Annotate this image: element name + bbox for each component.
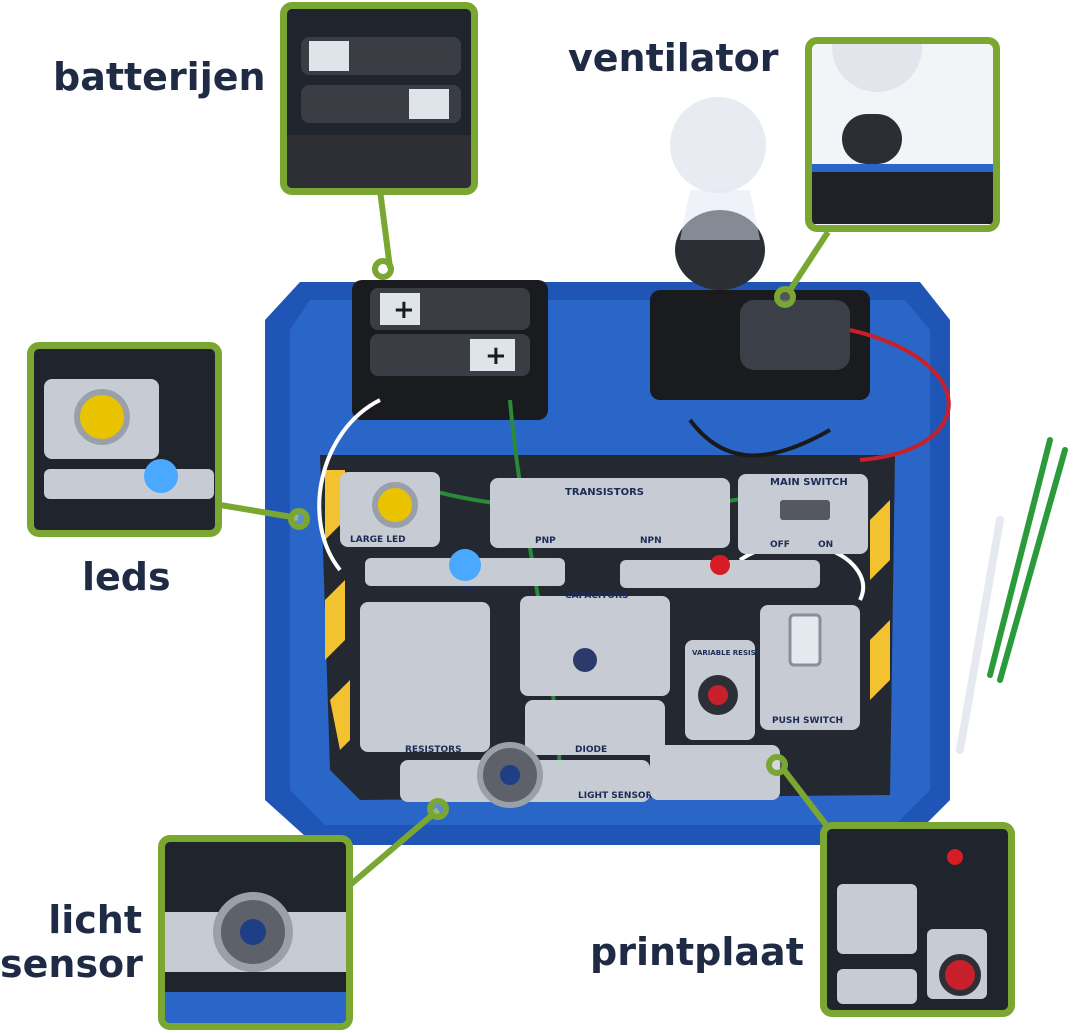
resistors-label: RESISTORS — [405, 745, 462, 755]
led-label: LED — [458, 585, 476, 594]
pnp-label: PNP — [535, 536, 556, 546]
fan-dot — [774, 286, 796, 308]
batteries-label: batterijen — [53, 55, 266, 99]
light-sensor-callout — [158, 835, 353, 1030]
light-sensor-label-line1: licht — [48, 898, 142, 942]
transistors-module — [490, 478, 730, 548]
main-switch-label: MAIN SWITCH — [770, 477, 848, 488]
large-led-label: LARGE LED — [350, 535, 406, 545]
diode-label: DIODE — [575, 745, 607, 755]
light-sensor-dot — [427, 798, 449, 820]
fan-callout — [805, 37, 1000, 232]
on-label: ON — [818, 540, 833, 550]
light-sensor-label: LIGHT SENSOR — [578, 791, 653, 801]
green-wire-tool — [997, 447, 1068, 683]
leds-dot — [288, 508, 310, 530]
npn-label: NPN — [640, 536, 662, 546]
circuit-board-callout — [820, 822, 1015, 1017]
leds-label: leds — [82, 555, 171, 599]
push-switch-module — [760, 605, 860, 730]
lower-right-module — [650, 745, 780, 800]
hazard-stripes-right — [870, 500, 890, 700]
svg-text:+: + — [485, 341, 507, 371]
push-switch-label: PUSH SWITCH — [772, 716, 843, 726]
light-sensor-label-line2: sensor — [0, 942, 143, 986]
light-sensor-label: licht sensor — [0, 898, 143, 986]
svg-text:+: + — [393, 295, 415, 325]
batteries-dot — [372, 258, 394, 280]
circuit-board-dot — [766, 754, 788, 776]
transistors-label: TRANSISTORS — [565, 487, 644, 498]
variable-resistor-label: VARIABLE RESISTOR — [692, 649, 772, 657]
capacitors-label: CAPACITORS — [565, 591, 628, 601]
circuit-board-label: printplaat — [590, 930, 804, 974]
batteries-callout — [280, 2, 478, 195]
leds-callout — [27, 342, 222, 537]
resistors-module — [360, 602, 490, 752]
off-label: OFF — [770, 540, 790, 550]
diode-module — [525, 700, 665, 755]
white-wire-tool — [956, 516, 1004, 754]
fan-label: ventilator — [568, 36, 779, 80]
capacitors-module — [520, 596, 670, 696]
